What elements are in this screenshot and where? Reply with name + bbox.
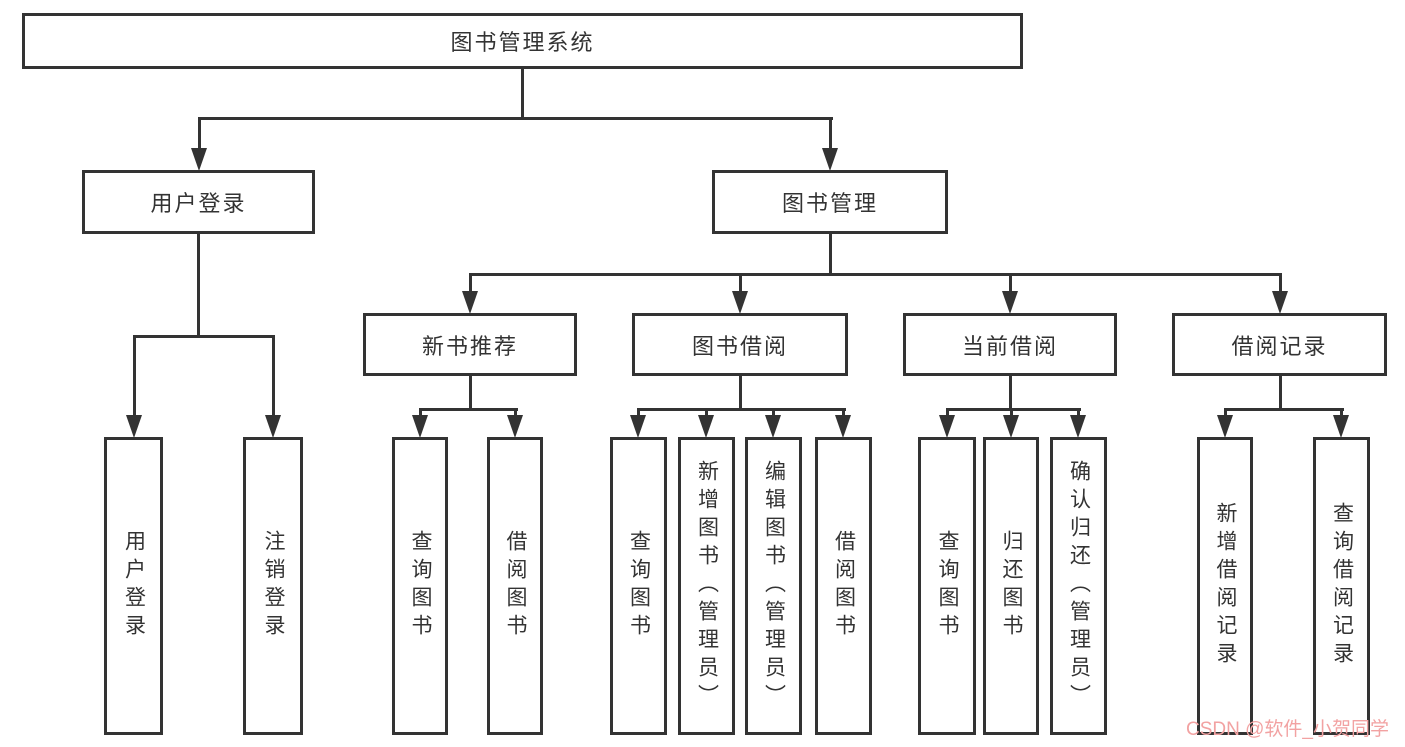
arrow-bb-edit: [765, 408, 782, 438]
arrow-cb-return: [1003, 408, 1020, 438]
node-book-borrow-label: 图书借阅: [691, 333, 788, 359]
connector-borrow-records-stub: [1279, 376, 1282, 411]
leaf-bb-edit-book-admin-label: 编辑图书（管理员）: [762, 460, 786, 712]
leaf-cb-confirm-return-admin: 确认归还（管理员）: [1050, 437, 1107, 735]
arrow-nb-borrow: [507, 408, 524, 438]
arrow-nb-query: [412, 408, 429, 438]
leaf-cb-query-book-label: 查询图书: [936, 530, 959, 642]
leaf-nb-borrow-book-label: 借阅图书: [504, 530, 527, 642]
arrow-to-new-book-recommend: [462, 273, 479, 314]
arrow-to-current-borrow: [1002, 273, 1019, 314]
arrow-to-book-borrow: [732, 273, 749, 314]
node-user-login-label: 用户登录: [150, 191, 247, 216]
node-book-management: 图书管理: [712, 170, 948, 234]
node-root-label: 图书管理系统: [450, 30, 595, 55]
leaf-nb-query-book-label: 查询图书: [409, 530, 432, 642]
leaf-bb-borrow-book-label: 借阅图书: [832, 530, 856, 642]
connector-book-borrow-hline: [637, 408, 846, 411]
leaf-cb-query-book: 查询图书: [918, 437, 976, 735]
leaf-br-query-record: 查询借阅记录: [1313, 437, 1370, 735]
arrow-to-borrow-records: [1272, 273, 1289, 314]
arrow-cb-query: [939, 408, 956, 438]
connector-book-management-stub: [829, 234, 832, 276]
csdn-watermark: CSDN @软件_小贺同学: [1186, 719, 1389, 740]
leaf-cb-return-book-label: 归还图书: [1000, 530, 1023, 642]
leaf-cb-return-book: 归还图书: [983, 437, 1039, 735]
connector-book-management-hline: [469, 273, 1282, 276]
arrow-to-leaf-logout: [265, 335, 282, 438]
leaf-bb-query-book-label: 查询图书: [627, 530, 651, 642]
connector-borrow-records-hline: [1224, 408, 1344, 411]
leaf-bb-edit-book-admin: 编辑图书（管理员）: [745, 437, 802, 735]
node-book-management-label: 图书管理: [781, 191, 878, 216]
leaf-nb-borrow-book: 借阅图书: [487, 437, 543, 735]
arrow-bb-add: [698, 408, 715, 438]
arrow-cb-confirm: [1070, 408, 1087, 438]
node-root: 图书管理系统: [22, 13, 1023, 69]
connector-root-stub: [521, 69, 524, 120]
leaf-bb-query-book: 查询图书: [610, 437, 667, 735]
leaf-br-add-record: 新增借阅记录: [1197, 437, 1253, 735]
leaf-nb-query-book: 查询图书: [392, 437, 448, 735]
connector-current-borrow-hline: [946, 408, 1081, 411]
leaf-bb-add-book-admin: 新增图书（管理员）: [678, 437, 735, 735]
node-borrow-records-label: 借阅记录: [1231, 333, 1328, 359]
node-borrow-records: 借阅记录: [1172, 313, 1387, 376]
arrow-br-add: [1217, 408, 1234, 438]
leaf-bb-borrow-book: 借阅图书: [815, 437, 872, 735]
arrow-bb-borrow: [835, 408, 852, 438]
leaf-bb-add-book-admin-label: 新增图书（管理员）: [695, 460, 719, 712]
node-current-borrow-label: 当前借阅: [961, 333, 1058, 359]
arrow-to-book-management: [822, 117, 839, 171]
arrow-br-query: [1333, 408, 1350, 438]
arrow-to-leaf-login: [126, 335, 143, 438]
connector-book-borrow-stub: [739, 376, 742, 411]
node-new-book-recommend: 新书推荐: [363, 313, 577, 376]
leaf-user-login-label: 用户登录: [122, 530, 146, 642]
connector-current-borrow-stub: [1009, 376, 1012, 411]
node-user-login: 用户登录: [82, 170, 315, 234]
leaf-br-add-record-label: 新增借阅记录: [1214, 502, 1237, 670]
leaf-user-login: 用户登录: [104, 437, 163, 735]
connector-new-book-stub: [469, 376, 472, 411]
leaf-cb-confirm-return-admin-label: 确认归还（管理员）: [1067, 460, 1091, 712]
node-book-borrow: 图书借阅: [632, 313, 848, 376]
arrow-bb-query: [630, 408, 647, 438]
arrow-to-user-login: [191, 117, 208, 171]
connector-new-book-hline: [419, 408, 518, 411]
connector-root-hline: [198, 117, 833, 120]
leaf-logout: 注销登录: [243, 437, 303, 735]
node-current-borrow: 当前借阅: [903, 313, 1117, 376]
connector-user-login-hline: [133, 335, 275, 338]
leaf-logout-label: 注销登录: [262, 530, 285, 642]
node-new-book-recommend-label: 新书推荐: [421, 333, 518, 359]
connector-user-login-stub: [197, 234, 200, 338]
leaf-br-query-record-label: 查询借阅记录: [1330, 502, 1354, 670]
